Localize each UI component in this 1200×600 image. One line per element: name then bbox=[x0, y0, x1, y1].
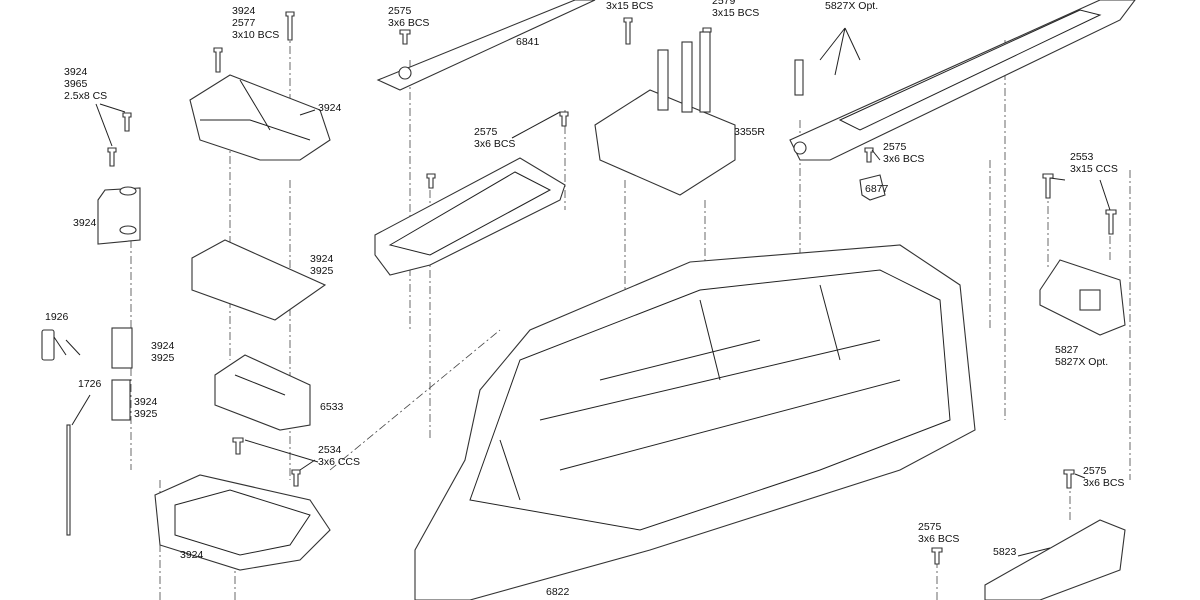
seal-gasket bbox=[191, 239, 327, 321]
label-battery-strap: 6841 bbox=[516, 36, 540, 48]
receiver-box-cover bbox=[189, 74, 331, 161]
esc bbox=[594, 31, 736, 196]
label-receiver: 6533 bbox=[320, 401, 344, 413]
label-post: 6877 bbox=[865, 183, 889, 195]
label-antenna-tube: 1726 bbox=[78, 378, 102, 390]
leader-lines bbox=[65, 27, 1111, 557]
screw-parts bbox=[107, 11, 1117, 565]
label-cover: 3924 bbox=[318, 102, 342, 114]
battery-hold-down bbox=[789, 0, 1136, 161]
battery-clip bbox=[374, 157, 566, 276]
antenna bbox=[41, 327, 133, 536]
wire-clamp bbox=[97, 186, 141, 245]
label-antenna-cap: 1926 bbox=[45, 311, 69, 323]
bulkhead bbox=[1039, 259, 1126, 336]
chassis bbox=[414, 244, 976, 600]
label-esc: 3355R bbox=[734, 126, 765, 138]
label-battery-hold-opt: 5827X Opt. bbox=[825, 0, 879, 12]
label-side-guard: 5823 bbox=[993, 546, 1017, 558]
side-guard bbox=[984, 519, 1126, 600]
battery-strap bbox=[376, 0, 596, 91]
post bbox=[859, 174, 886, 201]
label-chassis: 6822 bbox=[546, 586, 570, 598]
label-esc-screw-left: 3x15 BCS bbox=[606, 0, 654, 12]
receiver bbox=[214, 354, 311, 431]
receiver-box bbox=[154, 474, 331, 571]
label-receiver-box: 3924 bbox=[180, 549, 204, 561]
label-wire-clamp: 3924 bbox=[73, 217, 97, 229]
